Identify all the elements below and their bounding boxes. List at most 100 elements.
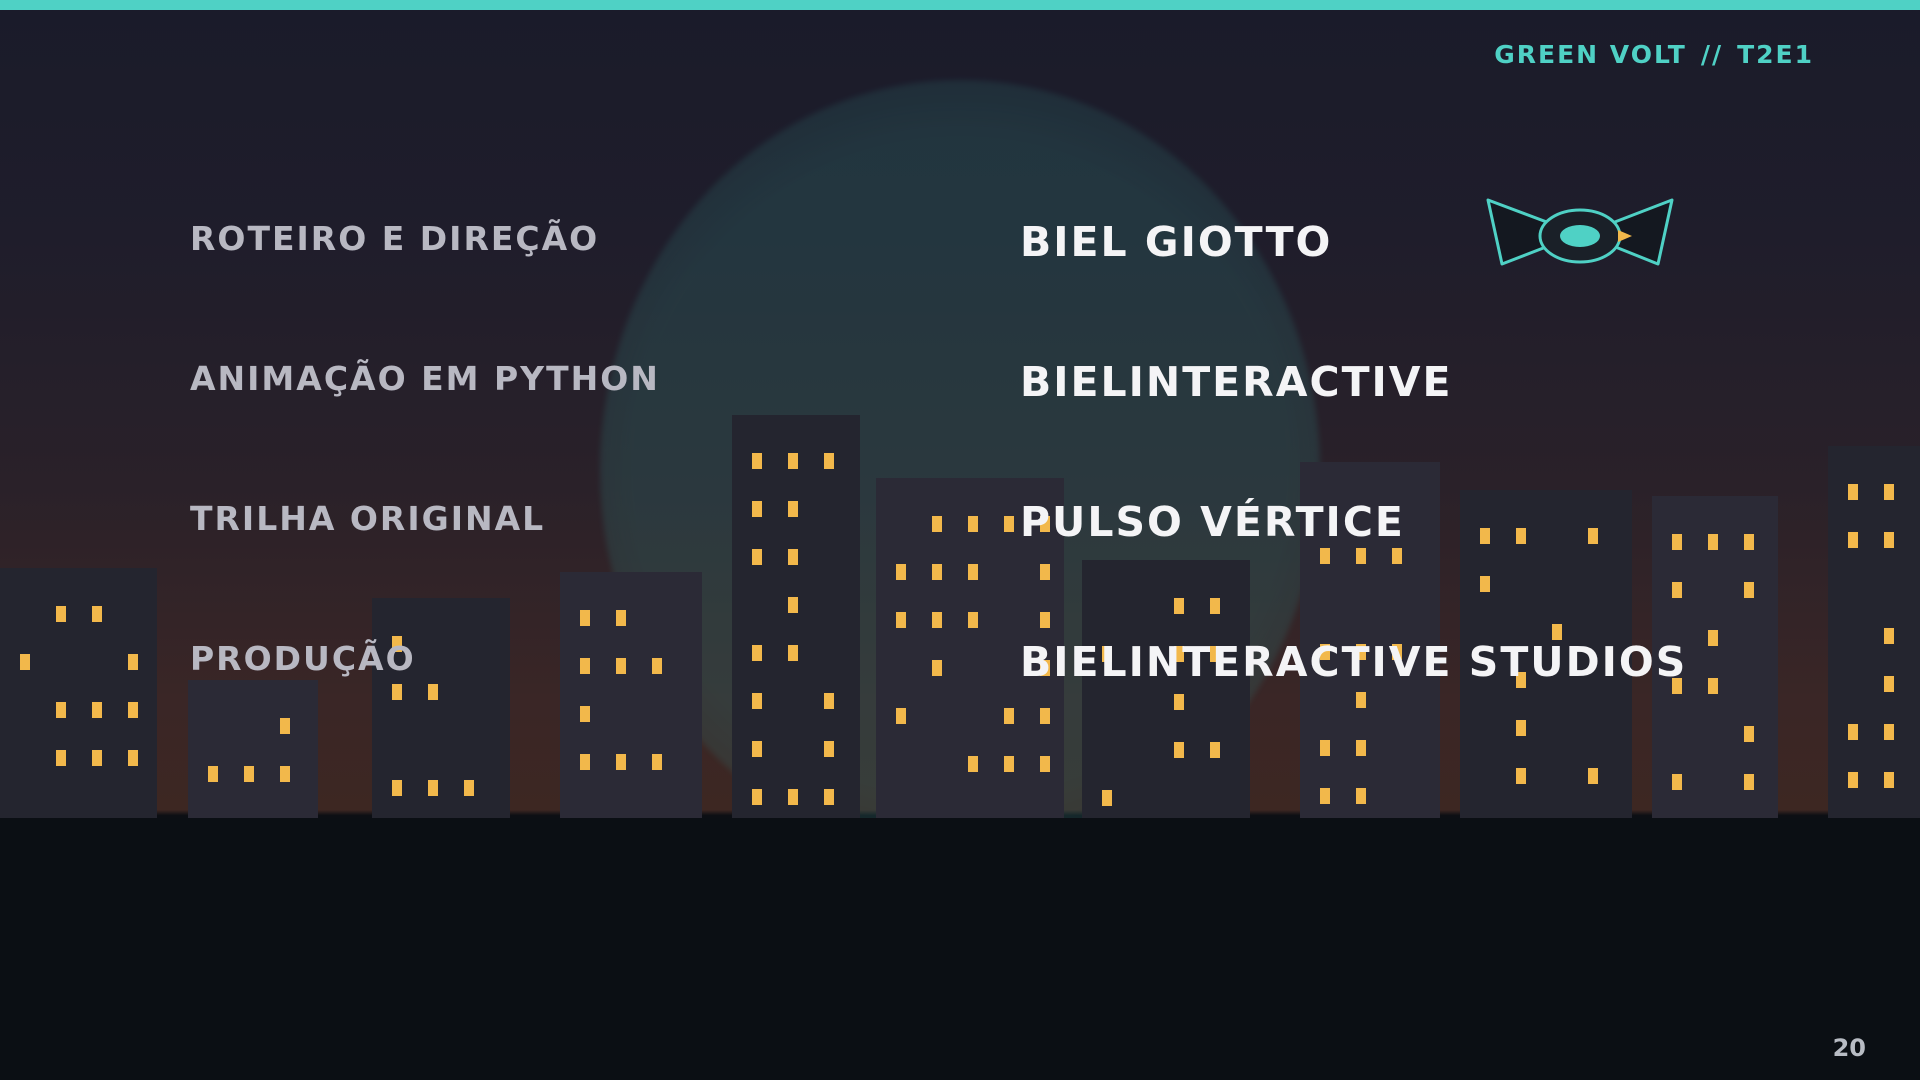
building-window <box>1552 624 1562 640</box>
building-window <box>932 612 942 628</box>
building-window <box>1174 742 1184 758</box>
building-window <box>208 766 218 782</box>
tag-separator: // <box>1700 40 1724 69</box>
building-window <box>1040 612 1050 628</box>
building-window <box>752 549 762 565</box>
building-window <box>752 693 762 709</box>
building-window <box>580 610 590 626</box>
episode-tag: GREEN VOLT//T2E1 <box>1494 40 1814 69</box>
building-window <box>1480 576 1490 592</box>
building-window <box>1848 484 1858 500</box>
building-window <box>788 789 798 805</box>
building-window <box>616 754 626 770</box>
building-window <box>428 684 438 700</box>
building-window <box>1320 740 1330 756</box>
building <box>732 415 860 818</box>
building-window <box>752 453 762 469</box>
episode-code: T2E1 <box>1737 40 1814 69</box>
building-window <box>1588 528 1598 544</box>
page-number: 20 <box>1832 1034 1866 1062</box>
building-window <box>1392 644 1402 660</box>
building-window <box>1884 532 1894 548</box>
building-window <box>1174 694 1184 710</box>
drone-ship-icon <box>1486 198 1674 266</box>
building-window <box>1210 742 1220 758</box>
credit-role-animation: ANIMAÇÃO EM PYTHON <box>190 359 660 398</box>
building-window <box>280 766 290 782</box>
building-window <box>128 750 138 766</box>
building-window <box>788 501 798 517</box>
building-window <box>1516 528 1526 544</box>
building-window <box>1004 708 1014 724</box>
building-window <box>580 658 590 674</box>
building-window <box>392 684 402 700</box>
building-window <box>1356 788 1366 804</box>
building-window <box>1102 646 1112 662</box>
building-window <box>896 564 906 580</box>
building-window <box>20 654 30 670</box>
building-window <box>128 702 138 718</box>
building-window <box>752 789 762 805</box>
building-window <box>1004 516 1014 532</box>
building-window <box>968 612 978 628</box>
ground <box>0 818 1920 1080</box>
building <box>1082 560 1250 818</box>
building-window <box>788 549 798 565</box>
credit-role-screenplay: ROTEIRO E DIREÇÃO <box>190 219 600 258</box>
building-window <box>1320 644 1330 660</box>
building-window <box>1174 598 1184 614</box>
building-window <box>244 766 254 782</box>
building-window <box>428 780 438 796</box>
building-window <box>92 702 102 718</box>
building-window <box>968 516 978 532</box>
building-window <box>1392 548 1402 564</box>
building-window <box>1210 598 1220 614</box>
building-window <box>1744 534 1754 550</box>
building-window <box>392 636 402 652</box>
building-window <box>1884 484 1894 500</box>
building-window <box>128 654 138 670</box>
building-window <box>1040 564 1050 580</box>
building-window <box>1040 708 1050 724</box>
building-window <box>1884 628 1894 644</box>
building-window <box>788 645 798 661</box>
building-window <box>1744 582 1754 598</box>
building-window <box>1004 756 1014 772</box>
building-window <box>1744 774 1754 790</box>
building-window <box>1040 516 1050 532</box>
building-window <box>788 453 798 469</box>
building-window <box>280 718 290 734</box>
building-window <box>1708 534 1718 550</box>
building-window <box>580 754 590 770</box>
building <box>560 572 702 818</box>
building-window <box>1884 724 1894 740</box>
building-window <box>1848 772 1858 788</box>
credit-role-soundtrack: TRILHA ORIGINAL <box>190 499 546 538</box>
building-window <box>932 564 942 580</box>
building-window <box>652 658 662 674</box>
building-window <box>1708 678 1718 694</box>
building-window <box>1672 678 1682 694</box>
building-window <box>824 789 834 805</box>
building-window <box>932 516 942 532</box>
credit-name-soundtrack: PULSO VÉRTICE <box>1020 498 1405 546</box>
building-window <box>1320 548 1330 564</box>
credit-name-production: BIELINTERACTIVE STUDIOS <box>1020 638 1688 686</box>
credit-name-animation: BIELINTERACTIVE <box>1020 358 1453 406</box>
building-window <box>968 756 978 772</box>
building-window <box>1174 646 1184 662</box>
building-window <box>1588 768 1598 784</box>
building-window <box>788 597 798 613</box>
building <box>188 680 318 818</box>
accent-top-bar <box>0 0 1920 10</box>
building-window <box>56 702 66 718</box>
building-window <box>392 780 402 796</box>
building-window <box>1040 660 1050 676</box>
building-window <box>56 606 66 622</box>
building-window <box>1320 788 1330 804</box>
building-window <box>1848 724 1858 740</box>
building-window <box>1672 534 1682 550</box>
building-window <box>1672 582 1682 598</box>
